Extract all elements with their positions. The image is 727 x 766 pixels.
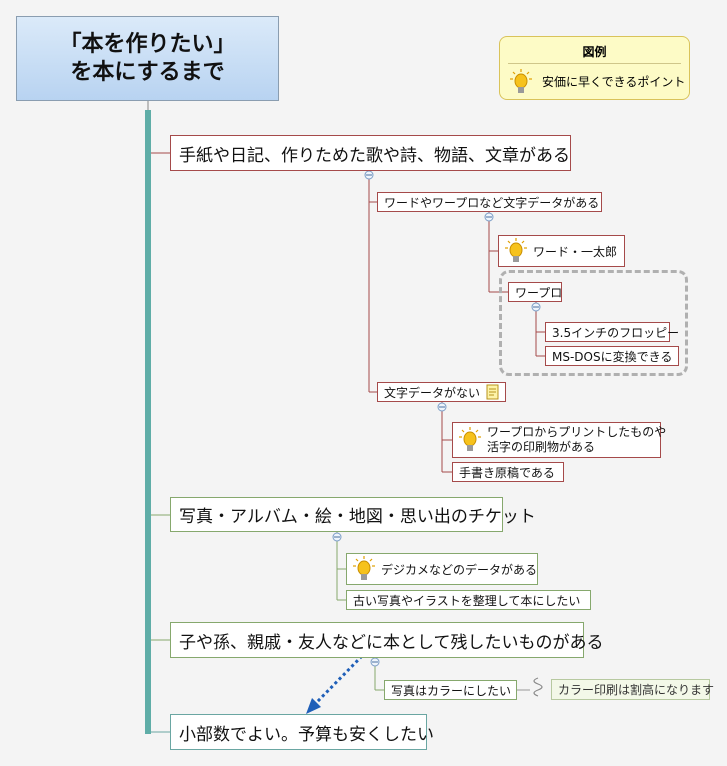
- subtopic-old-photos[interactable]: 古い写真やイラストを整理して本にしたい: [346, 590, 591, 610]
- topic-photos-albums[interactable]: 写真・アルバム・絵・地図・思い出のチケット: [170, 497, 536, 532]
- subtopic-label: MS-DOSに変換できる: [552, 349, 673, 364]
- subtopic-printed-material[interactable]: ワープロからプリントしたものや 活字の印刷物がある: [452, 422, 666, 458]
- lightbulb-icon: [459, 427, 481, 451]
- topic-label: 手紙や日記、作りためた歌や詩、物語、文章がある: [179, 145, 570, 166]
- legend-box: 図例 安価に早くできるポイント: [499, 36, 690, 100]
- legend-divider: [508, 63, 681, 64]
- subtopic-label: デジカメなどのデータがある: [381, 562, 538, 577]
- subtopic-digicam-data[interactable]: デジカメなどのデータがある: [346, 553, 538, 585]
- subtopic-color-photos[interactable]: 写真はカラーにしたい: [384, 680, 517, 700]
- lightbulb-icon: [353, 556, 375, 580]
- topic-label: 小部数でよい。予算も安くしたい: [179, 724, 434, 745]
- legend-title: 図例: [582, 45, 607, 59]
- lightbulb-icon: [510, 69, 532, 93]
- subtopic-msdos[interactable]: MS-DOSに変換できる: [545, 346, 679, 366]
- root-title: 「本を作りたい」 を本にするまで: [59, 31, 236, 85]
- root-topic[interactable]: 「本を作りたい」 を本にするまで: [16, 16, 279, 101]
- topic-label: 子や孫、親戚・友人などに本として残したいものがある: [179, 632, 604, 653]
- subtopic-label: 手書き原稿である: [459, 465, 555, 480]
- subtopic-text-data[interactable]: ワードやワープロなど文字データがある: [377, 192, 602, 212]
- subtopic-no-text-data[interactable]: 文字データがない: [377, 382, 506, 402]
- callout-color-cost[interactable]: カラー印刷は割高になります: [551, 679, 714, 700]
- note-icon: [486, 384, 499, 400]
- legend-text: 安価に早くできるポイント: [542, 75, 686, 89]
- subtopic-label: ワープロ: [515, 285, 563, 300]
- topic-label: 写真・アルバム・絵・地図・思い出のチケット: [179, 507, 536, 527]
- topic-leave-for-family[interactable]: 子や孫、親戚・友人などに本として残したいものがある: [170, 622, 604, 658]
- lightbulb-icon: [505, 238, 527, 262]
- subtopic-handwritten[interactable]: 手書き原稿である: [452, 462, 564, 482]
- subtopic-word-ichitaro[interactable]: ワード・一太郎: [498, 235, 625, 267]
- subtopic-wapro[interactable]: ワープロ: [508, 282, 562, 302]
- subtopic-label: 3.5インチのフロッピー: [552, 325, 680, 340]
- subtopic-floppy[interactable]: 3.5インチのフロッピー: [545, 322, 679, 342]
- subtopic-label: 写真はカラーにしたい: [391, 683, 512, 698]
- topic-small-budget[interactable]: 小部数でよい。予算も安くしたい: [170, 714, 434, 750]
- subtopic-label: ワープロからプリントしたものや 活字の印刷物がある: [487, 425, 667, 454]
- callout-label: カラー印刷は割高になります: [558, 683, 715, 697]
- subtopic-label: 文字データがない: [384, 385, 481, 400]
- main-spine: [145, 110, 151, 734]
- subtopic-label: ワードやワープロなど文字データがある: [384, 195, 600, 210]
- group-boundary: [499, 270, 688, 376]
- subtopic-label: 古い写真やイラストを整理して本にしたい: [353, 593, 581, 608]
- topic-letters-diaries[interactable]: 手紙や日記、作りためた歌や詩、物語、文章がある: [170, 135, 571, 171]
- subtopic-label: ワード・一太郎: [533, 244, 618, 259]
